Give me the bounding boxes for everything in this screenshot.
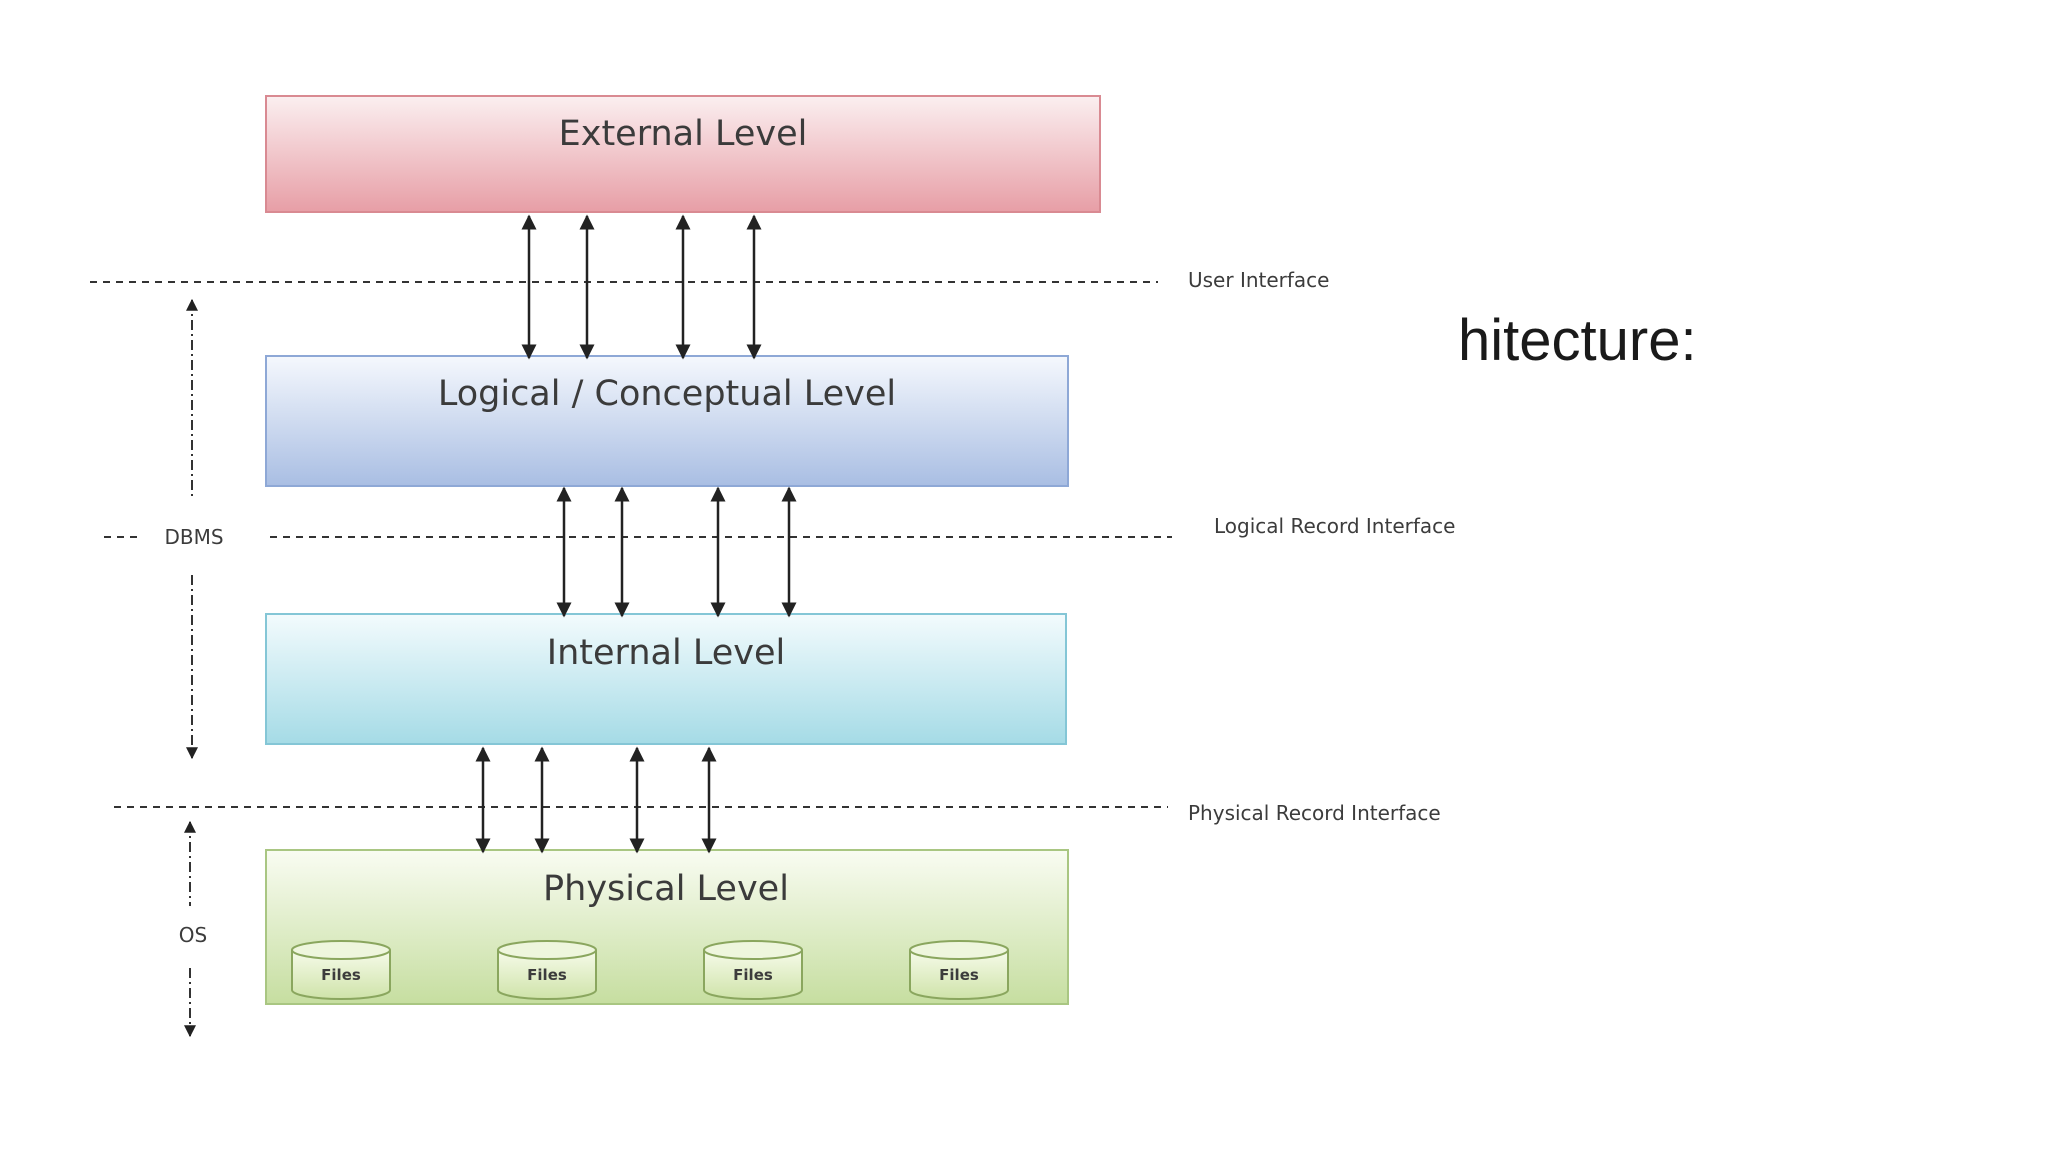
logical-level-box (265, 355, 1069, 487)
logical-level-label: Logical / Conceptual Level (438, 374, 896, 414)
slide-title-fragment: hitecture: (1458, 308, 1697, 373)
file-label: Files (733, 966, 773, 984)
file-cylinder: Files (909, 940, 1009, 1000)
file-cylinder: Files (497, 940, 597, 1000)
external-level-box (265, 95, 1101, 213)
internal-level-label: Internal Level (547, 633, 785, 673)
physical-record-interface-label: Physical Record Interface (1188, 801, 1441, 825)
internal-level-box (265, 613, 1067, 745)
logical-record-interface-label: Logical Record Interface (1214, 514, 1455, 538)
external-level-label: External Level (559, 114, 808, 154)
file-cylinder: Files (703, 940, 803, 1000)
file-label: Files (527, 966, 567, 984)
physical-level-label: Physical Level (543, 869, 789, 909)
file-cylinder: Files (291, 940, 391, 1000)
file-label: Files (939, 966, 979, 984)
os-scope-label: OS (179, 923, 207, 947)
dbms-scope-label: DBMS (164, 525, 223, 549)
file-label: Files (321, 966, 361, 984)
user-interface-label: User Interface (1188, 268, 1329, 292)
